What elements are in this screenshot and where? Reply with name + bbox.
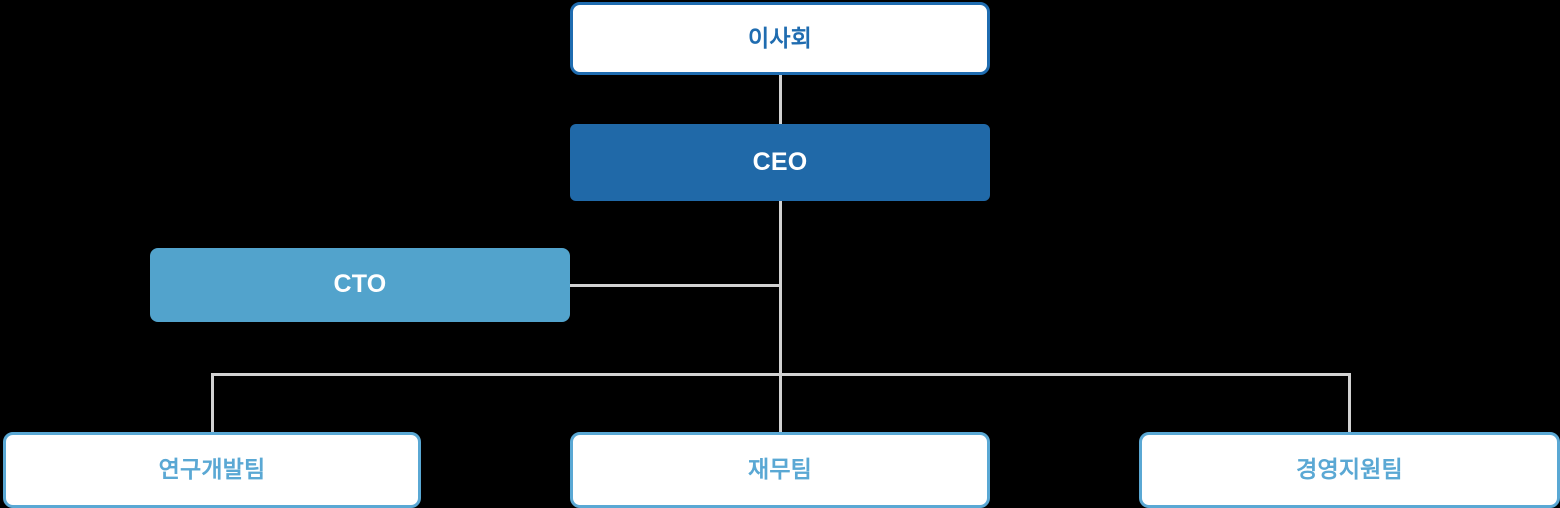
connector-drop-rnd <box>211 373 214 433</box>
org-node-team-admin-label: 경영지원팀 <box>1296 456 1403 483</box>
org-node-board-label: 이사회 <box>747 24 813 51</box>
org-node-ceo[interactable]: CEO <box>570 124 990 201</box>
org-node-team-admin[interactable]: 경영지원팀 <box>1139 432 1560 508</box>
org-node-team-finance-label: 재무팀 <box>747 456 813 483</box>
org-node-team-finance[interactable]: 재무팀 <box>570 432 990 508</box>
org-node-ceo-label: CEO <box>752 147 808 176</box>
org-node-cto[interactable]: CTO <box>150 248 570 322</box>
connector-ceo-trunk <box>779 200 782 375</box>
connector-drop-admin <box>1348 373 1351 433</box>
org-node-team-rnd[interactable]: 연구개발팀 <box>3 432 421 508</box>
org-node-cto-label: CTO <box>333 270 387 299</box>
org-node-team-rnd-label: 연구개발팀 <box>158 456 266 483</box>
connector-board-to-ceo <box>779 74 782 125</box>
connector-drop-finance <box>779 373 782 433</box>
connector-ceo-to-cto <box>570 284 781 287</box>
org-node-board[interactable]: 이사회 <box>570 2 990 75</box>
